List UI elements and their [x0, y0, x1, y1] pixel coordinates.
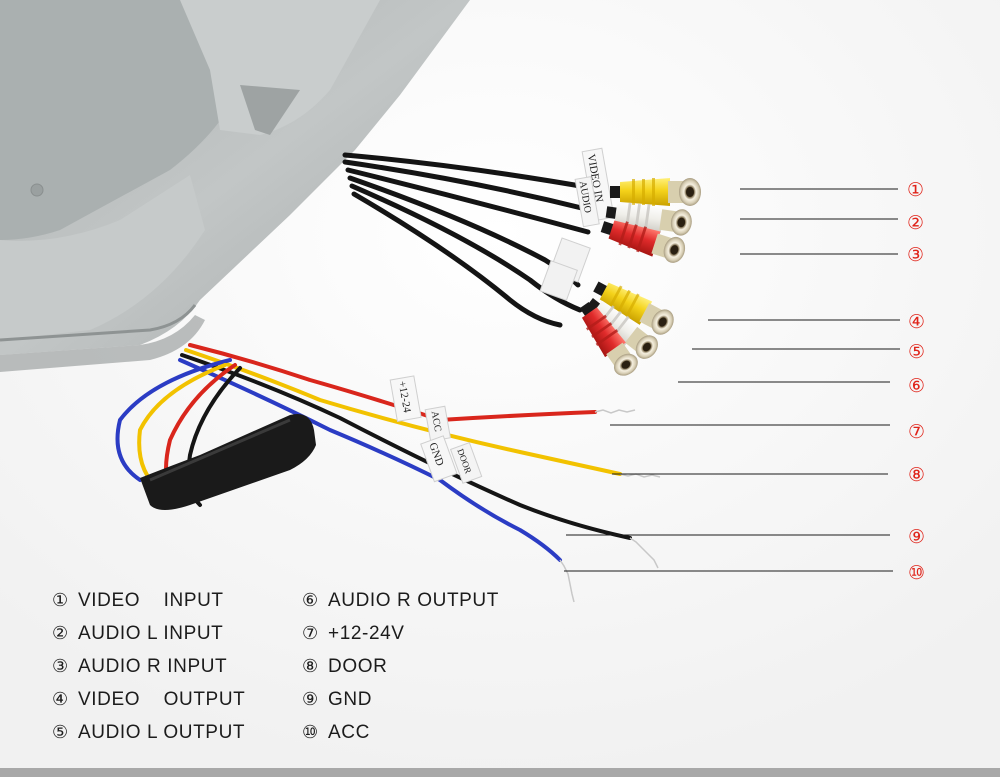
callout-7: ⑦ — [908, 421, 925, 443]
legend-label: VIDEO OUTPUT — [78, 689, 246, 710]
legend-item: ② AUDIO L INPUT — [52, 617, 245, 650]
callout-3: ③ — [907, 244, 924, 266]
legend-label: AUDIO R OUTPUT — [328, 590, 499, 611]
monitor-housing — [0, 0, 470, 372]
legend-item: ⑤ AUDIO L OUTPUT — [52, 716, 245, 749]
legend-label: AUDIO R INPUT — [78, 656, 228, 677]
legend-item: ⑦ +12-24V — [302, 617, 499, 650]
legend-label: DOOR — [328, 656, 388, 677]
legend-item: ⑧ DOOR — [302, 650, 499, 683]
callout-numbers: ① ② ③ ④ ⑤ ⑥ ⑦ ⑧ ⑨ ⑩ — [907, 179, 925, 584]
legend-item: ⑩ ACC — [302, 716, 499, 749]
legend-item: ⑥ AUDIO R OUTPUT — [302, 584, 499, 617]
power-wire-tags: +12-24 ACC GND DOOR — [389, 375, 483, 484]
legend-num: ③ — [52, 656, 69, 677]
legend-num: ⑦ — [302, 623, 319, 644]
bottom-divider-bar — [0, 768, 1000, 777]
callout-2: ② — [907, 212, 924, 234]
legend-item: ③ AUDIO R INPUT — [52, 650, 245, 683]
legend-label: GND — [328, 689, 373, 710]
legend-label: ACC — [328, 722, 370, 743]
legend-item: ④ VIDEO OUTPUT — [52, 683, 245, 716]
legend-label: AUDIO L INPUT — [78, 623, 224, 644]
callout-6: ⑥ — [908, 375, 925, 397]
legend-num: ⑥ — [302, 590, 319, 611]
callout-leaders — [564, 188, 900, 572]
legend-label: +12-24V — [328, 623, 405, 644]
legend-num: ④ — [52, 689, 69, 710]
legend-num: ② — [52, 623, 69, 644]
legend-item: ① VIDEO INPUT — [52, 584, 245, 617]
rca-cable-bundle — [342, 152, 595, 328]
callout-10: ⑩ — [908, 562, 925, 584]
legend-num: ⑨ — [302, 689, 319, 710]
tag-acc: ACC — [429, 410, 443, 432]
legend-label: AUDIO L OUTPUT — [78, 722, 246, 743]
legend-num: ⑤ — [52, 722, 69, 743]
callout-1: ① — [907, 179, 924, 201]
callout-5: ⑤ — [908, 341, 925, 363]
tag-power: +12-24 — [396, 380, 413, 414]
callout-8: ⑧ — [908, 464, 925, 486]
rca-connector-video-in — [610, 178, 701, 206]
legend-item: ⑨ GND — [302, 683, 499, 716]
callout-9: ⑨ — [908, 526, 925, 548]
legend-left-column: ① VIDEO INPUT ② AUDIO L INPUT ③ AUDIO R INP… — [52, 584, 245, 749]
inline-filter — [140, 414, 316, 510]
legend-label: VIDEO INPUT — [78, 590, 224, 611]
callout-4: ④ — [908, 311, 925, 333]
legend-num: ① — [52, 590, 69, 611]
legend-num: ⑧ — [302, 656, 319, 677]
rca-wire-tags: VIDEO IN AUDIO — [539, 147, 615, 302]
legend-num: ⑩ — [302, 722, 319, 743]
legend-right-column: ⑥ AUDIO R OUTPUT ⑦ +12-24V ⑧ DOOR ⑨ GND ⑩ ACC — [302, 584, 499, 749]
stripped-wire-ends — [559, 409, 661, 603]
